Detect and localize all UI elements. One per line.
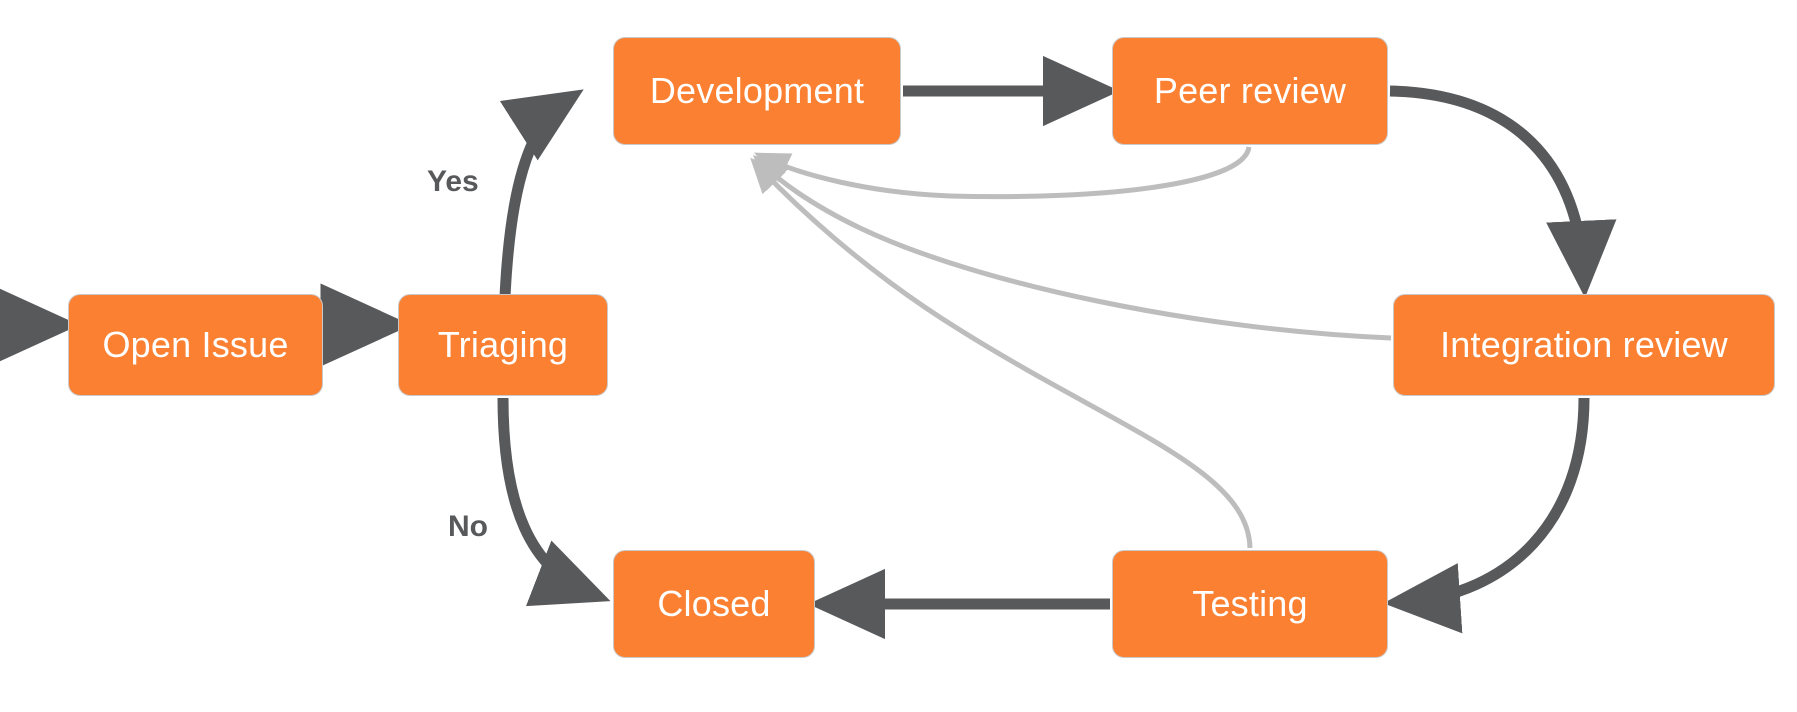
node-closed[interactable]: Closed — [613, 550, 815, 658]
edge-triaging-to-closed — [497, 397, 611, 607]
node-label: Closed — [657, 583, 771, 624]
node-label: Open Issue — [102, 324, 289, 365]
node-label: Integration review — [1440, 324, 1728, 365]
node-label: Triaging — [437, 324, 569, 365]
edge-label-yes: Yes — [427, 165, 479, 198]
node-label: Development — [649, 70, 865, 111]
edge-integration-review-to-development — [752, 154, 1392, 341]
node-label: Testing — [1192, 583, 1308, 624]
node-label: Peer review — [1153, 70, 1347, 111]
edge-integration-review-to-testing — [1383, 397, 1590, 634]
node-triaging[interactable]: Triaging — [398, 294, 608, 396]
edge-peer-review-to-integration-review — [1389, 85, 1617, 298]
edge-testing-to-development — [750, 157, 1253, 549]
node-peer-review[interactable]: Peer review — [1112, 37, 1388, 145]
node-development[interactable]: Development — [613, 37, 901, 145]
node-integration-review[interactable]: Integration review — [1393, 294, 1775, 396]
edge-label-no: No — [448, 510, 488, 543]
edge-peer-review-to-development — [754, 146, 1252, 200]
node-testing[interactable]: Testing — [1112, 550, 1388, 658]
node-open-issue[interactable]: Open Issue — [68, 294, 323, 396]
